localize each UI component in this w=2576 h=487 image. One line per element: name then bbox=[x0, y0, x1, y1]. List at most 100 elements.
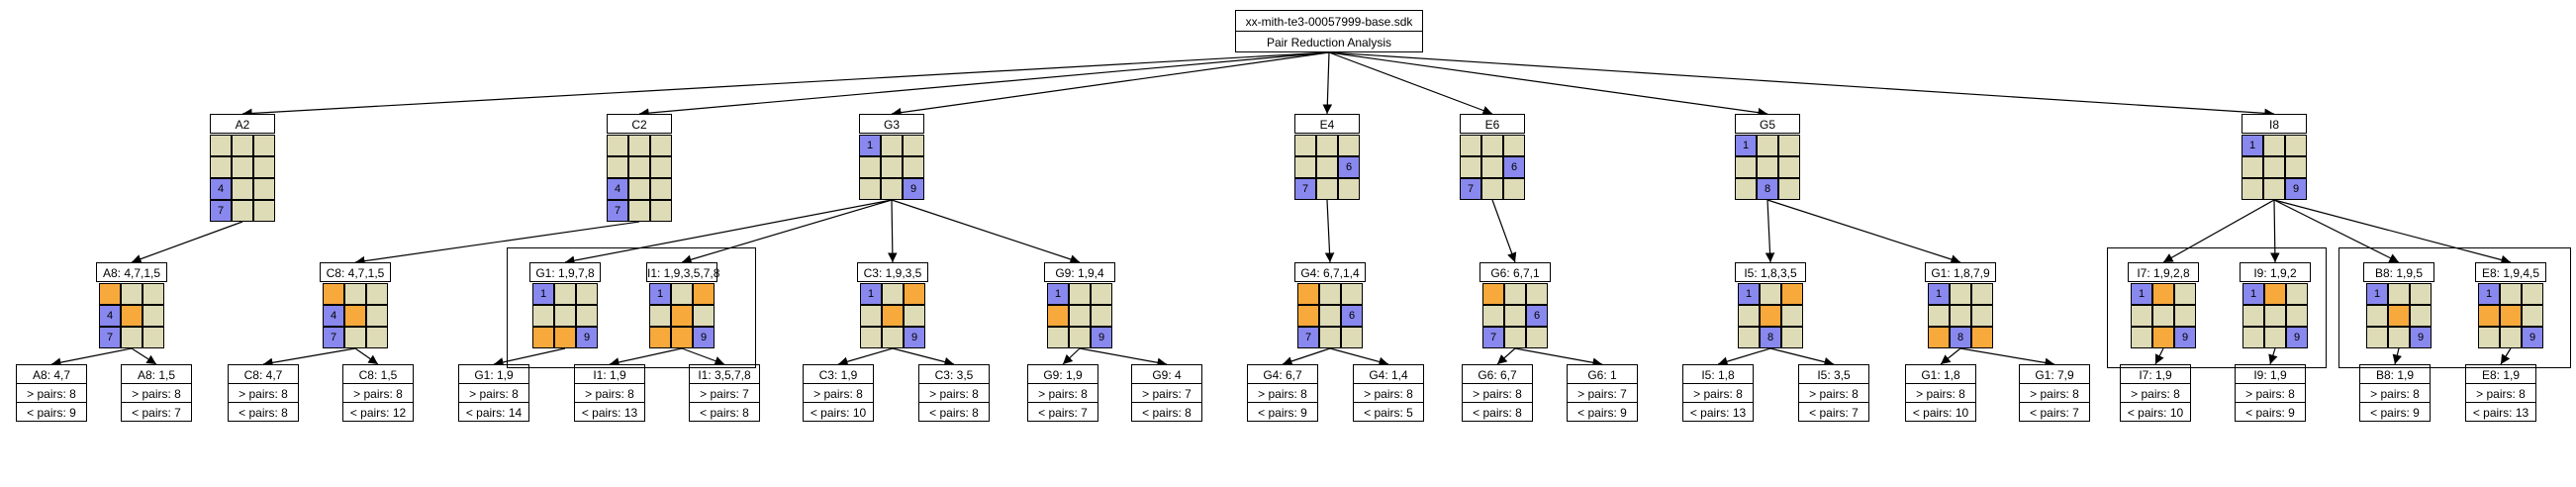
greater-pairs: > pairs: 7 bbox=[689, 383, 760, 403]
grid-cell bbox=[1738, 327, 1760, 348]
grid-cell: 9 bbox=[2286, 327, 2308, 348]
greater-pairs: > pairs: 7 bbox=[1131, 383, 1202, 403]
node-title: G4: 6,7,1,4 bbox=[1294, 262, 1366, 282]
less-pairs: < pairs: 8 bbox=[1462, 402, 1533, 422]
grid-cell: 7 bbox=[1294, 178, 1316, 200]
grid-cell: 9 bbox=[1091, 327, 1112, 348]
grid-cell bbox=[2264, 305, 2286, 327]
greater-pairs: > pairs: 8 bbox=[1682, 383, 1754, 403]
grid-cell bbox=[2242, 327, 2264, 348]
grid-cell bbox=[1069, 327, 1091, 348]
grid-cell bbox=[1460, 156, 1481, 178]
edge bbox=[1079, 347, 1168, 368]
grid-cell bbox=[210, 135, 232, 156]
edge bbox=[837, 347, 894, 366]
grid-cell bbox=[2263, 178, 2285, 200]
grid-cell bbox=[671, 283, 693, 305]
edge bbox=[1491, 199, 1517, 263]
leaf-l5: G1: 1,9> pairs: 8< pairs: 14 bbox=[458, 364, 529, 422]
grid-cell bbox=[1526, 283, 1548, 305]
grid-cell bbox=[1069, 305, 1091, 327]
less-pairs: < pairs: 8 bbox=[918, 402, 990, 422]
greater-pairs: > pairs: 8 bbox=[228, 383, 299, 403]
grid-cell bbox=[1294, 156, 1316, 178]
grid-cell bbox=[232, 156, 253, 178]
leaf-l12: G4: 6,7> pairs: 8< pairs: 9 bbox=[1247, 364, 1318, 422]
edge bbox=[1766, 199, 1961, 264]
grid-cell bbox=[1319, 327, 1341, 348]
grid-cell bbox=[1735, 156, 1757, 178]
greater-pairs: > pairs: 8 bbox=[2120, 383, 2191, 403]
grid-cell bbox=[2264, 283, 2286, 305]
less-pairs: < pairs: 9 bbox=[2235, 402, 2306, 422]
grid-cell bbox=[2131, 305, 2152, 327]
grid-cell bbox=[2366, 305, 2388, 327]
edge bbox=[2162, 199, 2275, 263]
grid-cell: 1 bbox=[859, 135, 881, 156]
grid-cell bbox=[1504, 327, 1526, 348]
grid-cell bbox=[650, 135, 672, 156]
leaf-l8: C3: 1,9> pairs: 8< pairs: 10 bbox=[803, 364, 874, 422]
node-title: I9: 1,9,2 bbox=[2240, 262, 2311, 282]
leaf-l22: B8: 1,9> pairs: 8< pairs: 9 bbox=[2359, 364, 2431, 422]
edge bbox=[1769, 347, 1835, 367]
leaf-title: C3: 1,9 bbox=[803, 364, 874, 384]
grid-cell: 9 bbox=[693, 327, 715, 348]
grid-cell bbox=[2242, 156, 2263, 178]
leaf-title: I5: 3,5 bbox=[1798, 364, 1869, 384]
grid-cell bbox=[671, 305, 693, 327]
node-title: G3 bbox=[859, 114, 924, 134]
greater-pairs: > pairs: 8 bbox=[342, 383, 414, 403]
grid-cell: 7 bbox=[1482, 327, 1504, 348]
grid-cell bbox=[1778, 156, 1800, 178]
grid-cell bbox=[1971, 283, 1993, 305]
cluster-box bbox=[2338, 247, 2571, 368]
grid-cell bbox=[1971, 327, 1993, 348]
node-title: E6 bbox=[1460, 114, 1525, 134]
grid-cell bbox=[1481, 178, 1503, 200]
grid-cell: 1 bbox=[2242, 135, 2263, 156]
node-title: C8: 4,7,1,5 bbox=[320, 262, 391, 282]
grid-cell bbox=[1047, 327, 1069, 348]
grid-cell: 4 bbox=[99, 305, 121, 327]
grid-cell bbox=[1778, 178, 1800, 200]
greater-pairs: > pairs: 8 bbox=[1247, 383, 1318, 403]
grid-cell bbox=[2410, 305, 2432, 327]
grid-cell: 1 bbox=[2131, 283, 2152, 305]
grid-cell bbox=[2174, 305, 2196, 327]
edge bbox=[131, 221, 243, 264]
grid-cell bbox=[2242, 305, 2264, 327]
grid-cell: 1 bbox=[860, 283, 882, 305]
node-title: I5: 1,8,3,5 bbox=[1735, 262, 1806, 282]
edge bbox=[262, 347, 356, 368]
grid-cell: 1 bbox=[1735, 135, 1757, 156]
node-title: A2 bbox=[210, 114, 275, 134]
grid-cell: 8 bbox=[1760, 327, 1781, 348]
leaf-l13: G4: 1,4> pairs: 8< pairs: 5 bbox=[1353, 364, 1424, 422]
grid-cell: 7 bbox=[99, 327, 121, 348]
grid-cell bbox=[2500, 305, 2522, 327]
grid-cell bbox=[2285, 135, 2307, 156]
grid-cell bbox=[882, 327, 904, 348]
grid-cell bbox=[1971, 305, 1993, 327]
grid-cell bbox=[366, 305, 388, 327]
grid-cell bbox=[2263, 135, 2285, 156]
grid-cell: 6 bbox=[1338, 156, 1360, 178]
leaf-title: G1: 7,9 bbox=[2019, 364, 2090, 384]
grid-cell bbox=[2366, 327, 2388, 348]
edge bbox=[1328, 51, 2275, 119]
less-pairs: < pairs: 7 bbox=[1027, 402, 1098, 422]
greater-pairs: > pairs: 8 bbox=[1027, 383, 1098, 403]
edge bbox=[1329, 347, 1389, 367]
grid-cell bbox=[143, 305, 164, 327]
grid-cell bbox=[881, 178, 903, 200]
